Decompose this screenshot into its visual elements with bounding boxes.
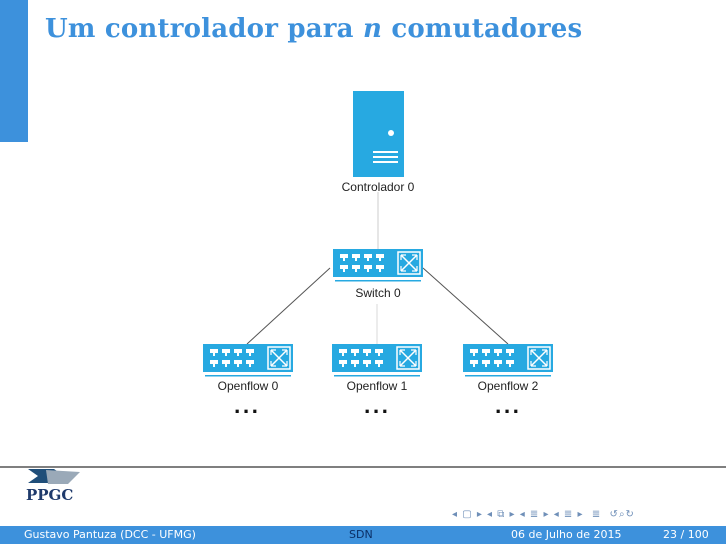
slide-title: Um controlador para n comutadores <box>45 14 583 44</box>
more-switches-ellipsis: ... <box>495 397 522 418</box>
header-side-bar <box>0 0 28 142</box>
switch-label: Switch 0 <box>355 286 401 300</box>
link-switch-openflow-2 <box>422 267 509 345</box>
controller-label: Controlador 0 <box>342 180 415 194</box>
footer-bar: Gustavo Pantuza (DCC - UFMG) SDN 06 de J… <box>0 526 726 544</box>
link-switch-openflow-0 <box>246 267 331 345</box>
openflow-switch-icon <box>331 343 423 378</box>
footer-short-title: SDN <box>349 528 373 541</box>
more-switches-ellipsis: ... <box>234 397 261 418</box>
footer-author: Gustavo Pantuza (DCC - UFMG) <box>24 528 196 541</box>
footer-date: 06 de Julho de 2015 <box>511 528 622 541</box>
ppgc-logo: PPGC <box>26 469 80 504</box>
footer-rule <box>0 466 726 468</box>
svg-text:PPGC: PPGC <box>26 486 73 504</box>
openflow-label: Openflow 0 <box>218 379 279 393</box>
network-diagram: Controlador 0 Switch 0 Openflow 0 ... Op… <box>202 91 554 418</box>
server-icon <box>353 91 404 177</box>
openflow-label: Openflow 1 <box>347 379 408 393</box>
network-switch-icon <box>332 248 424 283</box>
beamer-navigation-icons[interactable]: ◂ ▢ ▸ ◂ ⧉ ▸ ◂ ≣ ▸ ◂ ≣ ▸ ≣ ↺⌕↻ <box>452 509 635 520</box>
footer-page-number: 23 / 100 <box>663 528 709 541</box>
openflow-switch-icon <box>202 343 294 378</box>
openflow-switch-icon <box>462 343 554 378</box>
more-switches-ellipsis: ... <box>364 397 391 418</box>
openflow-label: Openflow 2 <box>478 379 539 393</box>
